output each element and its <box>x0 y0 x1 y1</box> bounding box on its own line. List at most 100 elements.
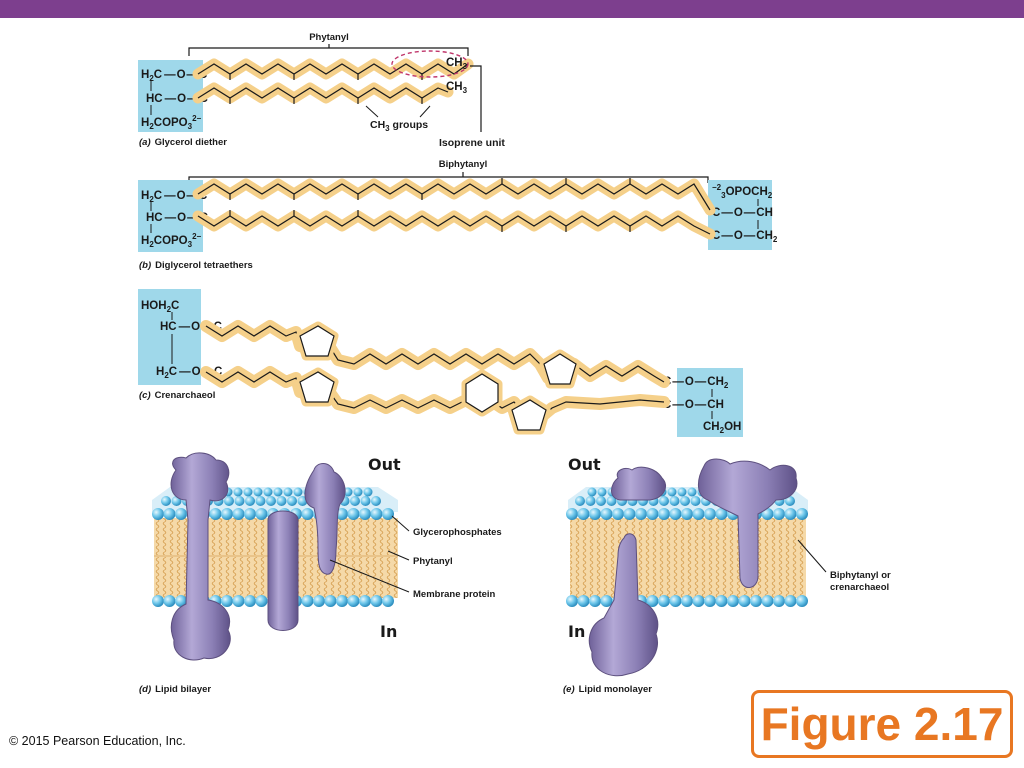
head-group-ball <box>773 508 785 520</box>
chem-c-ch: C—O—CH <box>663 399 724 411</box>
head-group-ball <box>658 508 670 520</box>
head-group-ball <box>283 487 293 497</box>
head-group-ball <box>704 508 716 520</box>
head-group-ball <box>244 508 256 520</box>
out-label-d: Out <box>368 455 401 474</box>
headgroup-box-left <box>138 180 203 252</box>
head-group-ball <box>293 487 303 497</box>
head-group-ball <box>687 487 697 497</box>
head-group-ball <box>324 595 337 607</box>
head-group-ball <box>363 487 373 497</box>
ch3-upper-label: CH3 <box>446 57 468 71</box>
chem-b-h2copo3: H2COPO32− <box>141 232 202 249</box>
head-group-ball <box>612 508 624 520</box>
head-group-ball <box>738 595 751 607</box>
callout-membrane-protein: Membrane protein <box>413 589 496 600</box>
head-group-ball <box>600 508 613 520</box>
head-group-ball <box>784 595 797 607</box>
head-group-ball <box>600 595 613 607</box>
ch3-groups-label: CH3 groups <box>370 119 428 133</box>
head-group-ball <box>692 508 705 520</box>
head-group-ball <box>597 487 607 497</box>
panel-d-lipid-bilayer: Out In Glycerophosphates Phytanyl Membra… <box>139 452 502 695</box>
head-group-ball <box>371 496 381 506</box>
head-row-top <box>566 508 808 520</box>
head-group-ball <box>233 487 243 497</box>
head-group-ball <box>761 595 774 607</box>
head-group-ball <box>175 595 187 607</box>
callout-glycerophosphates: Glycerophosphates <box>413 527 502 538</box>
head-group-ball <box>347 508 360 520</box>
head-group-ball <box>575 496 585 506</box>
head-group-ball <box>761 508 774 520</box>
head-group-ball <box>715 508 728 520</box>
head-group-ball <box>343 487 353 497</box>
head-group-ball <box>704 595 716 607</box>
headgroup-box-left <box>138 289 201 385</box>
membrane-protein-left <box>170 452 231 661</box>
chem-c-ch2oh: CH2OH <box>703 421 741 435</box>
membrane-protein-right <box>304 463 346 575</box>
head-group-ball <box>347 595 360 607</box>
head-group-ball <box>301 595 314 607</box>
head-group-ball <box>350 496 360 506</box>
crenarchaeol-chains <box>200 320 670 435</box>
head-group-ball <box>175 508 187 520</box>
head-group-ball <box>255 496 266 506</box>
head-group-ball <box>635 508 647 520</box>
head-group-ball <box>596 496 606 506</box>
head-group-ball <box>266 496 276 506</box>
biphytanyl-label: Biphytanyl <box>439 159 488 170</box>
copyright-notice: © 2015 Pearson Education, Inc. <box>9 734 186 748</box>
head-group-ball <box>585 496 596 506</box>
head-group-ball <box>677 487 687 497</box>
head-group-ball <box>245 496 255 506</box>
membrane-protein-inner <box>588 533 659 677</box>
chem-b-opoch2: −23OPOCH2 <box>712 183 773 200</box>
head-group-ball <box>255 595 268 607</box>
head-group-ball <box>681 595 693 607</box>
head-group-ball <box>370 595 383 607</box>
head-group-ball <box>221 595 233 607</box>
caption-b: (b)Diglycerol tetraethers <box>139 260 253 271</box>
head-group-ball <box>796 508 808 520</box>
phytanyl-label: Phytanyl <box>309 32 349 43</box>
panel-e-lipid-monolayer: Out In Biphytanyl or crenarchaeol (e)Lip… <box>563 455 891 695</box>
head-group-ball <box>221 508 233 520</box>
head-group-ball <box>161 496 171 506</box>
head-group-ball <box>785 496 795 506</box>
head-group-ball <box>577 508 590 520</box>
head-row-bottom <box>566 595 808 607</box>
head-group-ball <box>773 595 785 607</box>
head-group-ball <box>784 508 797 520</box>
head-group-ball <box>234 496 245 506</box>
callout-biphytanyl-line1: Biphytanyl or <box>830 570 891 581</box>
headgroup-box <box>138 60 203 132</box>
head-group-ball <box>715 595 728 607</box>
head-group-ball <box>359 508 371 520</box>
head-group-ball <box>244 595 256 607</box>
top-accent-bar <box>0 0 1024 18</box>
chem-c-hoh2c: HOH2C <box>141 300 179 314</box>
lipid-tails <box>570 518 806 598</box>
head-group-ball <box>669 496 680 506</box>
head-row-top <box>152 508 394 520</box>
head-group-ball <box>359 595 371 607</box>
head-group-ball <box>690 496 701 506</box>
head-group-ball <box>382 508 394 520</box>
membrane-protein-peripheral <box>698 458 798 588</box>
caption-d: (d)Lipid bilayer <box>139 684 211 695</box>
head-group-ball <box>253 487 263 497</box>
head-group-ball <box>796 595 808 607</box>
head-group-ball <box>566 595 578 607</box>
head-group-ball <box>336 508 348 520</box>
headgroup-box-right <box>677 368 743 437</box>
out-label-e: Out <box>568 455 601 474</box>
caption-a: (a)Glycerol diether <box>139 137 227 148</box>
membrane-protein-middle <box>267 510 299 631</box>
callout-phytanyl: Phytanyl <box>413 556 453 567</box>
head-group-ball <box>589 508 601 520</box>
head-group-ball <box>658 595 670 607</box>
phytanyl-chains <box>192 58 474 104</box>
